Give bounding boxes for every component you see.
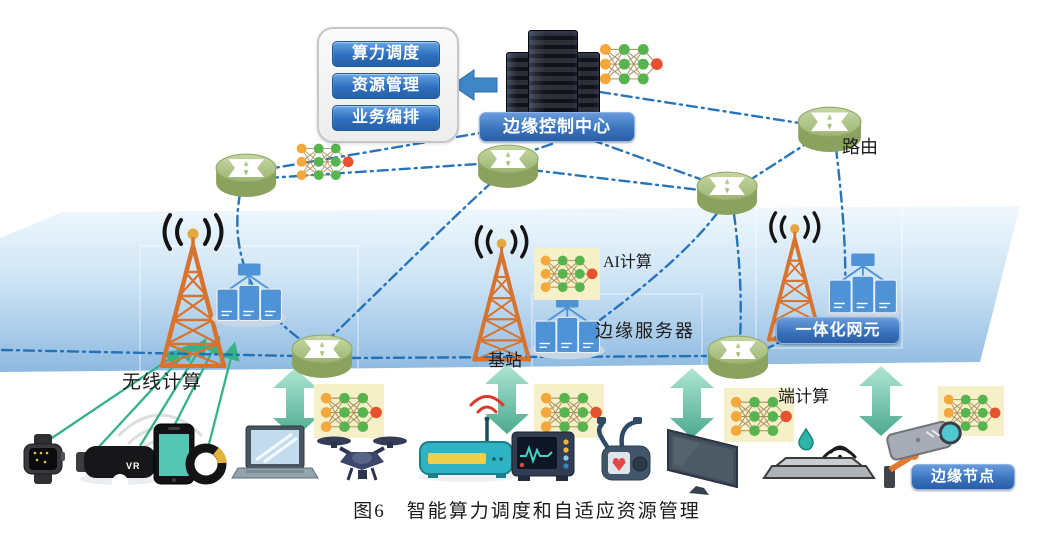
smart-band-icon	[185, 443, 227, 485]
router-icon	[697, 172, 757, 215]
edge-ai-chip	[724, 388, 794, 442]
control-center-badge: 边缘控制中心	[479, 112, 635, 142]
laptop-icon	[231, 425, 319, 479]
server-tower-icon	[528, 30, 578, 126]
cctv-camera-icon	[884, 420, 962, 488]
highlight-frames	[139, 197, 903, 383]
edge-ai-chip	[314, 384, 384, 438]
button-resource-management: 资源管理	[332, 73, 440, 99]
tv-icon	[667, 428, 738, 495]
figure-caption: 图6 智能算力调度和自适应资源管理	[353, 501, 701, 522]
neural-network-icon	[599, 43, 664, 85]
double-arrow-icon	[485, 364, 529, 434]
holter-device-icon	[596, 417, 651, 481]
smartphone-icon	[153, 423, 195, 485]
smartwatch-icon	[23, 434, 65, 484]
router-icon	[478, 145, 538, 188]
button-service-orchestration: 业务编排	[332, 105, 440, 131]
router-icon	[708, 336, 768, 379]
button-compute-scheduling: 算力调度	[332, 41, 440, 67]
edge-ai-chip	[534, 384, 604, 438]
ai-compute-chip	[534, 248, 600, 300]
base-station-label: 基站	[488, 351, 522, 370]
ai-compute-label: AI计算	[603, 254, 652, 271]
patient-monitor-icon	[511, 431, 575, 481]
vr-headset-icon	[76, 446, 160, 490]
integrated-element-badge: 一体化网元	[776, 317, 900, 344]
drone-icon	[317, 436, 407, 481]
router-icon	[292, 335, 352, 378]
edge-server-label: 边缘服务器	[595, 321, 695, 341]
left-arrow-icon	[451, 69, 498, 101]
control-panel: 算力调度 资源管理 业务编排	[317, 27, 459, 143]
neural-network-icon	[296, 143, 354, 181]
terminal-compute-label: 端计算	[778, 387, 829, 406]
router-icon	[216, 154, 276, 197]
router-label: 路由	[842, 137, 878, 157]
iot-sensor-icon	[762, 427, 876, 479]
double-arrow-icon	[859, 366, 903, 436]
edge-node-badge: 边缘节点	[911, 464, 1015, 490]
vr-label: VR	[126, 461, 141, 471]
wireless-compute-label: 无线计算	[122, 372, 203, 393]
